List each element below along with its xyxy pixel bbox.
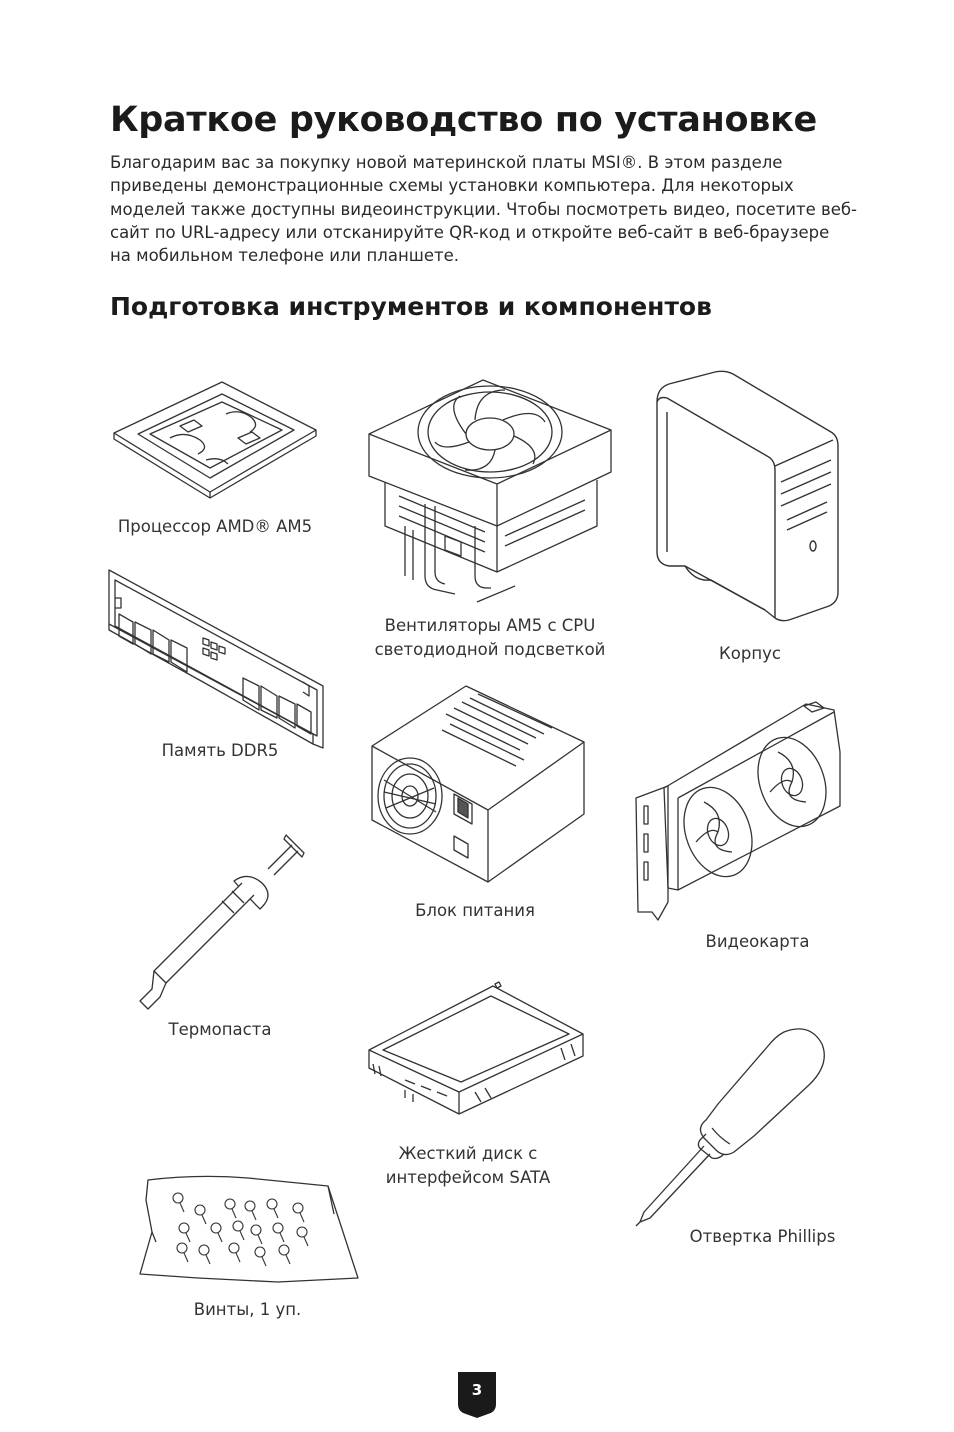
hard-drive-icon	[365, 980, 587, 1116]
page-number-badge-icon	[458, 1372, 496, 1418]
intro-paragraph: Благодарим вас за покупку новой материнс…	[110, 151, 858, 267]
section-title: Подготовка инструментов и компонентов	[110, 292, 712, 321]
cooler-label: Вентиляторы AM5 с CPU светодиодной подсв…	[360, 614, 620, 662]
hdd-label-line: интерфейсом SATA	[385, 1168, 551, 1187]
page-number: 3	[471, 1381, 483, 1399]
thermal-paste-label: Термопаста	[168, 1020, 272, 1039]
graphics-card-icon	[634, 702, 844, 922]
pc-case-icon	[655, 370, 840, 622]
ram-module-icon	[107, 568, 327, 750]
cpu-icon	[110, 378, 320, 498]
screws-bag-icon	[138, 1170, 360, 1286]
cooler-label-line: светодиодной подсветкой	[374, 640, 606, 659]
cooler-label-line: Вентиляторы AM5 с CPU	[384, 616, 596, 635]
power-supply-icon	[370, 684, 586, 884]
cpu-fan-icon	[365, 376, 615, 606]
intro-line: на мобильном телефоне или планшете.	[110, 246, 460, 266]
hdd-label-line: Жесткий диск с	[398, 1144, 538, 1163]
screwdriver-label: Отвертка Phillips	[689, 1227, 836, 1246]
memory-label: Память DDR5	[161, 741, 279, 760]
case-label: Корпус	[719, 644, 781, 663]
hdd-label: Жесткий диск с интерфейсом SATA	[357, 1142, 579, 1190]
intro-line: моделей также доступны видеоинструкции. …	[110, 199, 858, 219]
intro-line: Благодарим вас за покупку новой материнс…	[110, 153, 783, 172]
thermal-paste-syringe-icon	[136, 833, 308, 1011]
gpu-label: Видеокарта	[705, 932, 810, 951]
cpu-label: Процессор AMD® AM5	[117, 517, 313, 536]
psu-label: Блок питания	[415, 901, 535, 920]
screwdriver-icon	[634, 1026, 828, 1226]
intro-line: сайт по URL-адресу или отсканируйте QR-к…	[110, 222, 830, 242]
intro-line: приведены демонстрационные схемы установ…	[110, 176, 794, 196]
screws-label: Винты, 1 уп.	[193, 1300, 302, 1319]
page-title: Краткое руководство по установке	[110, 100, 817, 140]
